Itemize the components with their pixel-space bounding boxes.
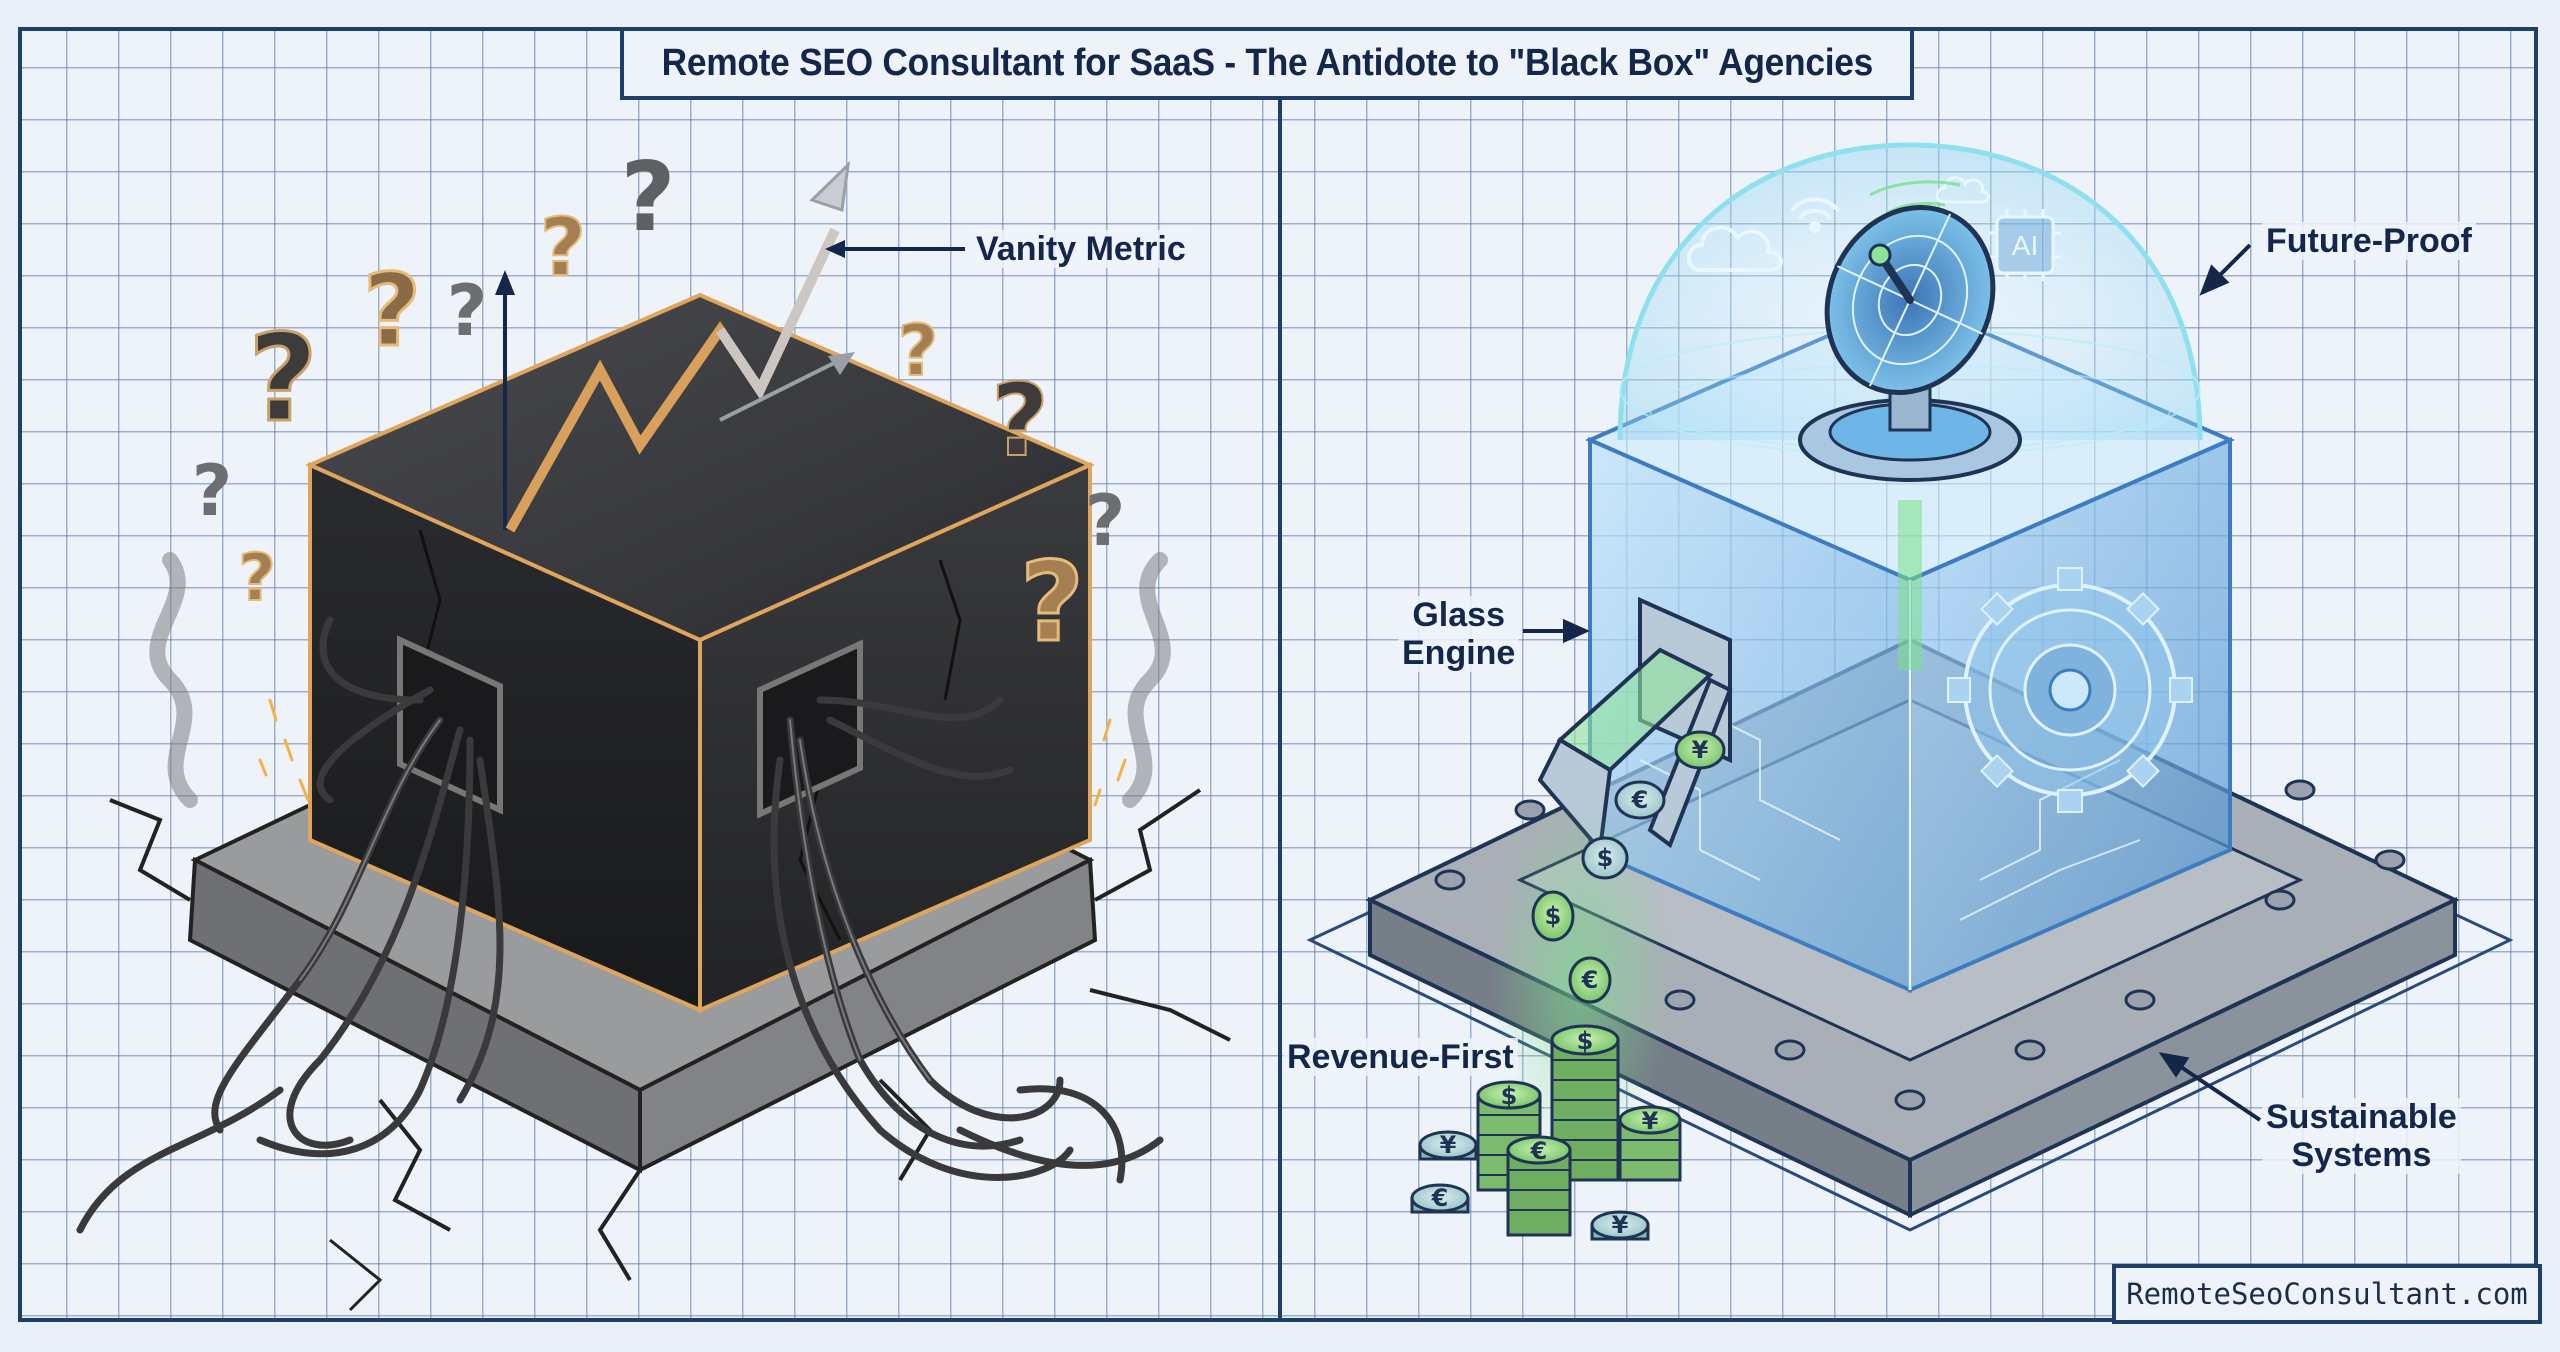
coin-stack: € <box>1506 1135 1572 1237</box>
question-marks: ? ? ? ? ? ? ? ? ? ? ? <box>192 143 1126 668</box>
coin: ¥ <box>1590 1210 1650 1241</box>
footer-url: RemoteSeoConsultant.com <box>2126 1277 2528 1311</box>
smoke <box>149 552 1171 808</box>
label-pointer-arrows <box>1523 243 2262 1122</box>
radar-dish-icon <box>1798 205 2022 482</box>
black-cube <box>305 292 1095 1014</box>
label-vanity-metric: Vanity Metric <box>972 230 1190 268</box>
coin: € <box>1614 780 1666 820</box>
vanity-metric-pointer-arrow <box>825 240 965 258</box>
label-glass-engine-line1: Glass <box>1412 596 1505 634</box>
svg-text:$: $ <box>1545 902 1562 930</box>
svg-text:?: ? <box>898 310 939 392</box>
svg-text:$: $ <box>1501 1082 1518 1110</box>
page-title: Remote SEO Consultant for SaaS - The Ant… <box>661 42 1873 84</box>
coin-stack: ¥ <box>1618 1105 1682 1182</box>
svg-text:€: € <box>1581 966 1599 994</box>
svg-text:€: € <box>1631 786 1649 814</box>
ai-chip-icon: AI <box>1989 209 2061 281</box>
trend-chart-icon <box>495 160 855 533</box>
small-cloud-icon <box>1935 176 1991 204</box>
svg-text:AI: AI <box>2012 230 2038 261</box>
label-sustainable-line1: Sustainable <box>2266 1098 2457 1136</box>
svg-text:?: ? <box>192 450 233 532</box>
svg-text:?: ? <box>620 143 675 253</box>
svg-text:?: ? <box>1085 480 1126 562</box>
coin: $ <box>1581 836 1629 880</box>
title-banner: Remote SEO Consultant for SaaS - The Ant… <box>620 27 1914 100</box>
black-box-illustration: ? ? ? ? ? ? ? ? ? ? ? <box>76 143 1231 1312</box>
svg-text:?: ? <box>540 201 586 294</box>
svg-text:¥: ¥ <box>1612 1211 1629 1239</box>
sparks <box>258 698 1127 807</box>
svg-text:$: $ <box>1597 844 1614 872</box>
coin: ¥ <box>1674 730 1726 770</box>
svg-text:€: € <box>1530 1137 1548 1165</box>
coins: ¥ € $ $ € $ $ € <box>1410 730 1726 1241</box>
coin: € <box>1568 956 1612 1004</box>
label-sustainable-line2: Systems <box>2291 1136 2432 1174</box>
svg-text:¥: ¥ <box>1642 1107 1659 1135</box>
label-glass-engine: Glass Engine <box>1398 596 1520 672</box>
coin: $ <box>1531 890 1575 942</box>
svg-text:?: ? <box>447 270 488 352</box>
coin-stack: $ <box>1550 1024 1620 1182</box>
label-sustainable-systems: Sustainable Systems <box>2262 1098 2461 1174</box>
svg-text:$: $ <box>1577 1027 1594 1055</box>
glass-engine-illustration: AI <box>1306 142 2514 1241</box>
gear-icon <box>1947 567 2193 813</box>
svg-text:?: ? <box>1020 538 1084 666</box>
label-future-proof: Future-Proof <box>2262 222 2476 260</box>
svg-text:?: ? <box>248 310 318 449</box>
svg-text:€: € <box>1431 1184 1449 1212</box>
svg-text:?: ? <box>238 541 276 616</box>
svg-text:¥: ¥ <box>1440 1131 1457 1159</box>
wifi-icon <box>1791 197 1839 233</box>
svg-text:?: ? <box>991 362 1049 479</box>
svg-text:?: ? <box>363 252 421 369</box>
cloud-icon <box>1687 225 1783 272</box>
footer-url-box: RemoteSeoConsultant.com <box>2112 1264 2542 1324</box>
label-revenue-first: Revenue-First <box>1283 1038 1518 1076</box>
coin: ¥ <box>1418 1130 1478 1161</box>
label-glass-engine-line2: Engine <box>1402 634 1516 672</box>
svg-text:¥: ¥ <box>1692 736 1709 764</box>
panel-divider <box>1278 27 1282 1322</box>
coin: € <box>1410 1183 1470 1214</box>
